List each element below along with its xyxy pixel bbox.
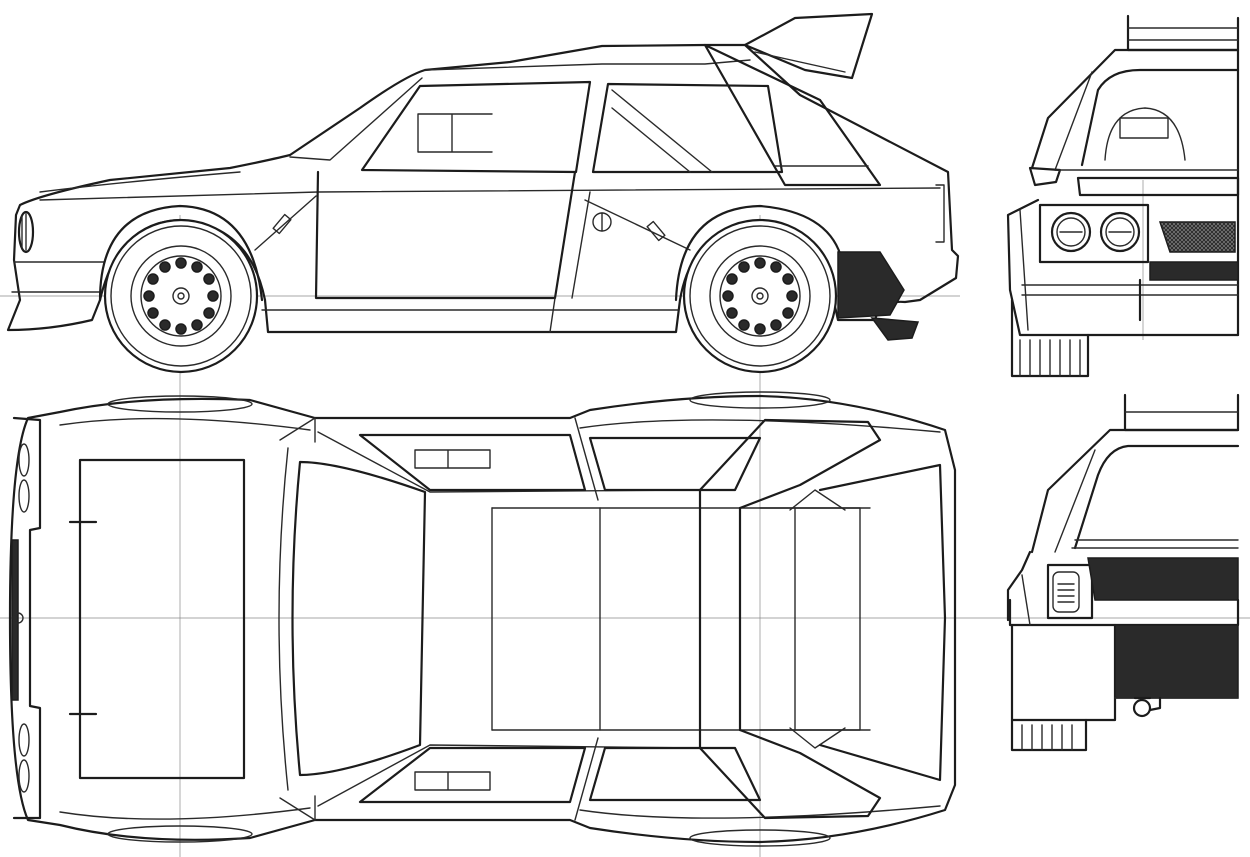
side-view — [6, 12, 960, 374]
front-wheel — [103, 218, 259, 374]
rear-wheel — [682, 218, 838, 374]
front-view — [1006, 14, 1240, 378]
top-view — [8, 391, 957, 847]
rear-view — [1006, 393, 1240, 752]
